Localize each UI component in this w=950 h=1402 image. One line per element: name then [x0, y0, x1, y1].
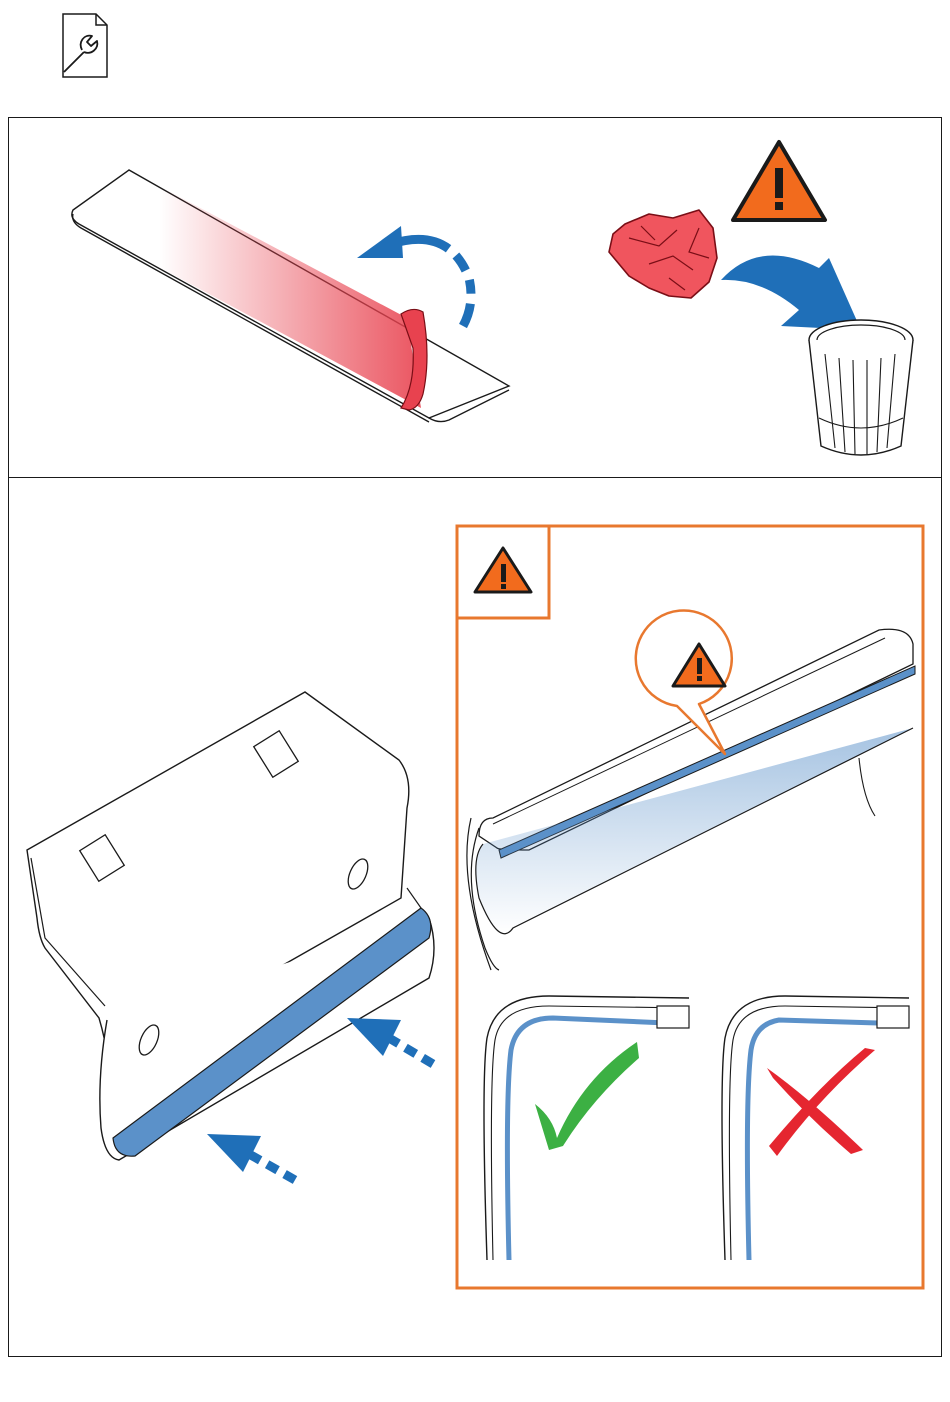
correct-example: [484, 996, 689, 1260]
top-panel: [8, 117, 942, 478]
bracket-part: [27, 692, 434, 1160]
trash-can-icon: [809, 320, 913, 455]
incorrect-example: [722, 996, 909, 1260]
cross-icon: [767, 1048, 875, 1156]
check-icon: [535, 1042, 639, 1150]
wrench-document-icon: [60, 12, 110, 80]
crumpled-liner-icon: [609, 210, 717, 298]
bottom-panel: [8, 477, 942, 1357]
throw-arrow-icon: [721, 256, 861, 331]
warning-icon: [733, 142, 825, 220]
tape-strip: [72, 170, 509, 422]
